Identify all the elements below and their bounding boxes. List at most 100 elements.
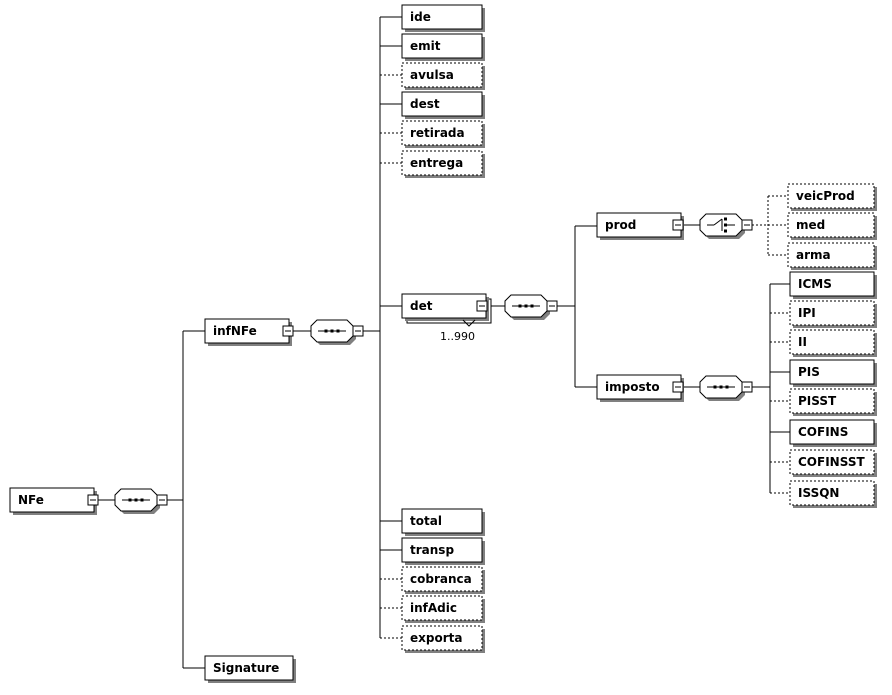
det-sequence-collapse-icon[interactable] [546,300,558,312]
node-signature-frame [204,655,294,681]
sequence-icon-dot [725,385,729,389]
sequence-icon-dot [330,329,334,333]
node-veicprod[interactable]: veicProd [787,183,877,211]
node-issqn-frame [789,480,875,506]
node-cofins-frame [789,419,875,445]
node-icms-frame [789,271,875,297]
sequence-icon-dot [128,498,132,502]
imposto-sequence[interactable] [699,375,745,401]
det-cardinality: 1..990 [440,330,475,343]
prod-choice-collapse-icon[interactable] [741,219,753,231]
sequence-icon-dot [713,385,717,389]
node-dest-label: dest [410,97,440,111]
node-cofins[interactable]: COFINS [789,419,877,447]
infnfe-collapse-icon[interactable] [282,325,294,337]
node-med-frame [787,212,875,238]
choice-icon-dot [724,229,727,233]
node-ipi-label: IPI [798,306,816,320]
det-collapse-icon[interactable] [476,300,488,312]
sequence-icon-dot [140,498,144,502]
choice-icon-dot [724,217,727,221]
node-med[interactable]: med [787,212,877,240]
node-arma[interactable]: arma [787,242,877,270]
node-transp[interactable]: transp [401,537,485,565]
node-emit-label: emit [410,39,441,53]
node-pisst-label: PISST [798,394,837,408]
node-ii-frame [789,329,875,355]
choice-icon-switch [713,218,723,226]
node-infnfe[interactable]: infNFe [204,318,292,346]
node-prod[interactable]: prod [596,212,684,240]
node-ide-label: ide [410,10,431,24]
node-avulsa[interactable]: avulsa [401,62,485,90]
node-total[interactable]: total [401,508,485,536]
node-dest[interactable]: dest [401,91,485,119]
node-transp-frame [401,537,483,563]
node-cofins-label: COFINS [798,425,848,439]
node-exporta-label: exporta [410,631,462,645]
infnfe-sequence[interactable] [310,319,356,345]
node-pis[interactable]: PIS [789,359,877,387]
imposto-collapse-icon[interactable] [672,381,684,393]
sequence-icon-dot [134,498,138,502]
node-nfe-frame [9,487,95,513]
prod-collapse-icon[interactable] [672,219,684,231]
node-veicprod-label: veicProd [796,189,855,203]
node-issqn[interactable]: ISSQN [789,480,877,508]
node-arma-frame [787,242,875,268]
node-cofinsst[interactable]: COFINSST [789,449,877,477]
nfe-sequence-collapse-icon[interactable] [156,494,168,506]
nfe-collapse-icon[interactable] [87,494,99,506]
node-issqn-label: ISSQN [798,486,839,500]
det-sequence[interactable] [504,294,550,320]
node-det-frame [401,293,487,319]
node-ipi[interactable]: IPI [789,300,877,328]
node-signature[interactable]: Signature [204,655,296,683]
node-cofinsst-frame [789,449,875,475]
node-avulsa-frame [401,62,483,88]
node-pis-frame [789,359,875,385]
node-emit[interactable]: emit [401,33,485,61]
node-exporta-frame [401,625,483,651]
node-pisst-frame [789,388,875,414]
node-prod-frame [596,212,682,238]
node-ii[interactable]: II [789,329,877,357]
node-total-label: total [410,514,442,528]
node-infadic[interactable]: infAdic [401,595,485,623]
node-ide-frame [401,4,483,30]
sequence-icon-dot [324,329,328,333]
node-pisst[interactable]: PISST [789,388,877,416]
node-emit-frame [401,33,483,59]
sequence-icon-dot [524,304,528,308]
node-icms[interactable]: ICMS [789,271,877,299]
node-nfe-label: NFe [18,493,44,507]
node-cobranca[interactable]: cobranca [401,566,485,594]
node-imposto[interactable]: imposto [596,374,684,402]
connectors [98,16,790,669]
node-avulsa-label: avulsa [410,68,454,82]
node-icms-label: ICMS [798,277,832,291]
prod-choice[interactable] [699,213,745,239]
node-pis-label: PIS [798,365,820,379]
node-total-frame [401,508,483,534]
nfe-sequence[interactable] [114,488,160,514]
sequence-icon-dot [518,304,522,308]
node-transp-label: transp [410,543,454,557]
node-entrega[interactable]: entrega [401,150,485,178]
node-entrega-label: entrega [410,156,463,170]
node-infadic-label: infAdic [410,601,457,615]
node-ide[interactable]: ide [401,4,485,32]
node-signature-label: Signature [213,661,279,675]
sequence-icon-dot [719,385,723,389]
node-imposto-frame [596,374,682,400]
infnfe-sequence-collapse-icon[interactable] [352,325,364,337]
sequence-icon-dot [530,304,534,308]
node-retirada[interactable]: retirada [401,120,485,148]
sequence-icon-dot [336,329,340,333]
node-exporta[interactable]: exporta [401,625,485,653]
imposto-sequence-collapse-icon[interactable] [741,381,753,393]
node-infnfe-label: infNFe [213,324,257,338]
node-nfe[interactable]: NFe [9,487,97,515]
